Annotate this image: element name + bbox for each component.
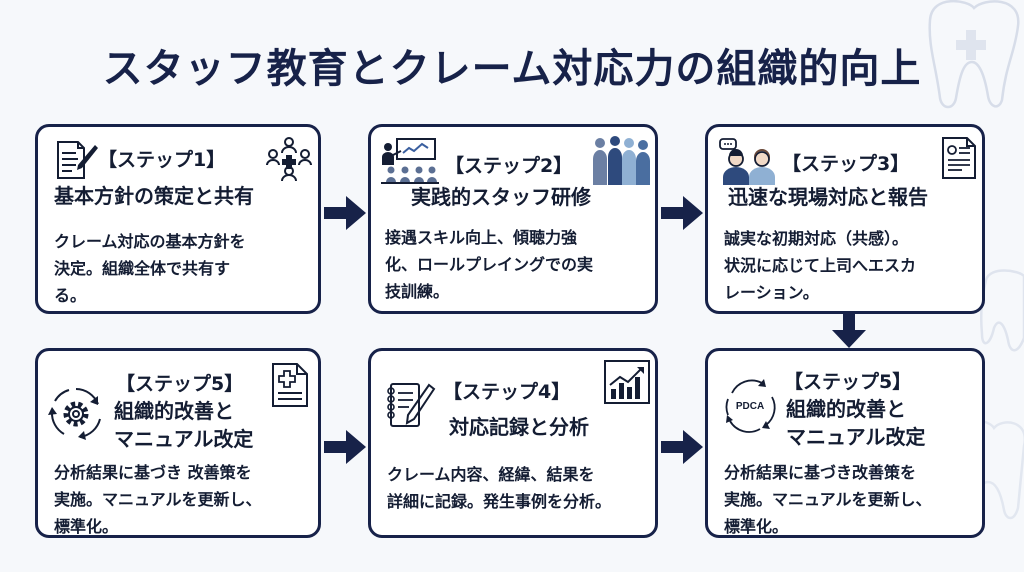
step-4-desc-line-2: 詳細に記録。発生事例を分析。 <box>387 492 612 511</box>
pdca-cycle-icon: PDCA <box>725 379 776 433</box>
step-4-label: 【ステップ4】 <box>443 381 571 403</box>
tooth-watermark-right-icon <box>979 269 1024 352</box>
step-3-desc-line-1: 誠実な初期対応（共感）。 <box>724 229 909 248</box>
step-3-desc-line-2: 状況に応じて上司へエスカ <box>724 256 917 275</box>
step-2-desc-line-2: 化、ロールプレイングでの実 <box>385 255 594 274</box>
step-5-card-left: 【ステップ5】 組織的改善と マニュアル改定 分析結果に基づき 改善策を 実施。… <box>35 348 321 538</box>
page-title: スタッフ教育とクレーム対応力の組織的向上 <box>102 46 922 92</box>
step-2-heading: 実践的スタッフ研修 <box>411 185 591 209</box>
step-3-label: 【ステップ3】 <box>782 153 910 175</box>
step-1-desc-line-2: 決定。組織全体で共有す <box>54 259 231 278</box>
report-document-icon <box>942 137 976 179</box>
step-4-heading: 対応記録と分析 <box>449 415 589 439</box>
step-4-description: クレーム内容、経緯、結果を 詳細に記録。発生事例を分析。 <box>387 461 657 515</box>
step-4-desc-line-1: クレーム内容、経緯、結果を <box>387 465 595 484</box>
arrow-step1-to-step2 <box>324 196 366 230</box>
team-medical-icon <box>266 137 312 181</box>
step-2-desc-line-3: 技訓練。 <box>385 282 450 301</box>
step-5-left-description: 分析結果に基づき 改善策を 実施。マニュアルを更新し、 標準化。 <box>54 459 320 540</box>
step-1-desc-line-1: クレーム対応の基本方針を <box>54 232 246 251</box>
tooth-watermark-top-right-icon <box>928 0 1020 109</box>
step-5-right-desc-line-3: 標準化。 <box>724 517 789 536</box>
staff-group-icon <box>593 136 650 185</box>
step-5-right-label: 【ステップ5】 <box>784 371 912 393</box>
step-5-right-desc-line-1: 分析結果に基づき改善策を <box>724 463 917 482</box>
step-3-heading: 迅速な現場対応と報告 <box>728 185 928 209</box>
step-5-left-heading-line-1: 組織的改善と <box>114 399 234 423</box>
step-3-desc-line-3: レーション。 <box>724 283 819 302</box>
conversation-icon <box>719 138 775 185</box>
pdca-label: PDCA <box>736 401 764 412</box>
step-5-right-heading-line-2: マニュアル改定 <box>786 425 926 449</box>
step-5-left-desc-line-1: 分析結果に基づき 改善策を <box>54 463 252 482</box>
arrow-step4-to-step5 <box>661 430 703 464</box>
step-5-right-description: 分析結果に基づき改善策を 実施。マニュアルを更新し、 標準化。 <box>724 459 984 540</box>
step-1-label: 【ステップ1】 <box>98 149 226 171</box>
step-2-desc-line-1: 接遇スキル向上、傾聴力強 <box>385 228 578 247</box>
notebook-pen-icon <box>387 383 436 427</box>
step-3-description: 誠実な初期対応（共感）。 状況に応じて上司へエスカ レーション。 <box>724 225 984 306</box>
step-5-left-heading-line-2: マニュアル改定 <box>114 427 254 451</box>
growth-chart-icon <box>604 360 650 404</box>
step-1-card: 【ステップ1】 基本方針の策定と共有 クレーム対応の基本方針を 決定。組織全体で… <box>35 124 321 314</box>
training-presentation-icon <box>381 138 439 184</box>
step-5-left-desc-line-2: 実施。マニュアルを更新し、 <box>54 490 262 509</box>
step-5-card-right: PDCA 【ステップ5】 組織的改善と マニュアル改定 分析結果に基づき改善策を… <box>705 348 985 538</box>
step-5-right-desc-line-2: 実施。マニュアルを更新し、 <box>724 490 932 509</box>
document-pen-icon <box>57 141 98 179</box>
step-5-left-heading: 組織的改善と マニュアル改定 <box>114 397 253 453</box>
step-1-heading: 基本方針の策定と共有 <box>54 184 254 208</box>
step-2-card: 【ステップ2】 実践的スタッフ研修 接遇スキル向上、傾聴力強 化、ロールプレイン… <box>368 124 658 314</box>
arrow-step3-down <box>832 314 866 348</box>
step-1-desc-line-3: る。 <box>54 286 87 305</box>
step-4-card: 【ステップ4】 対応記録と分析 クレーム内容、経緯、結果を 詳細に記録。発生事例… <box>368 348 658 538</box>
medical-document-icon <box>272 363 308 407</box>
step-2-description: 接遇スキル向上、傾聴力強 化、ロールプレイングでの実 技訓練。 <box>385 224 655 305</box>
step-2-label: 【ステップ2】 <box>445 155 573 177</box>
gear-cycle-icon <box>48 388 101 440</box>
step-1-description: クレーム対応の基本方針を 決定。組織全体で共有す る。 <box>54 228 318 309</box>
step-5-right-heading-line-1: 組織的改善と <box>786 397 906 421</box>
step-5-left-label: 【ステップ5】 <box>116 373 244 395</box>
step-5-right-heading: 組織的改善と マニュアル改定 <box>786 395 925 451</box>
step-5-left-desc-line-3: 標準化。 <box>54 517 119 536</box>
arrow-step2-to-step3 <box>661 196 703 230</box>
arrow-left-to-step4 <box>324 430 366 464</box>
step-3-card: 【ステップ3】 迅速な現場対応と報告 誠実な初期対応（共感）。 状況に応じて上司… <box>705 124 985 314</box>
